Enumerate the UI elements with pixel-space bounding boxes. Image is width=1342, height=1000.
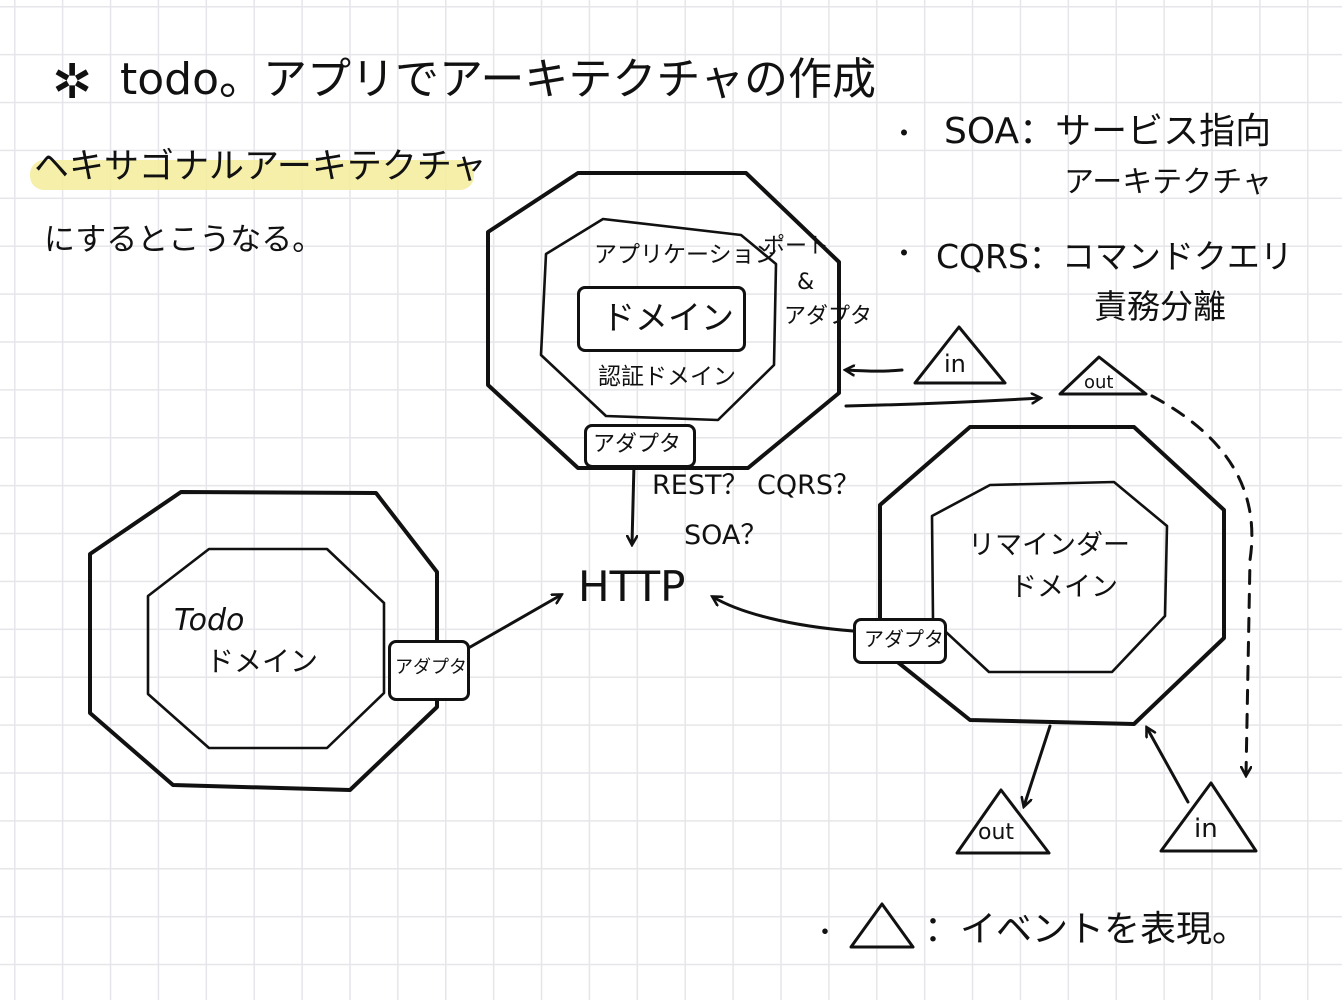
legend-bullet: ・ <box>812 918 839 948</box>
arrow-center-to-http <box>632 462 634 544</box>
event-out-top-label: out <box>1084 372 1114 393</box>
arrow-reminder-to-out <box>1024 724 1052 806</box>
star-icon: ✲ <box>52 54 93 110</box>
cqrs-definition-line2: 責務分離 <box>1094 287 1226 326</box>
event-in-top-label: in <box>944 350 966 378</box>
todo-adapter-box: アダプタ <box>388 640 470 701</box>
arrow-todo-to-http <box>463 595 561 652</box>
soa-definition-line1: SOA：サービス指向 <box>944 111 1272 152</box>
http-question-line2: SOA？ <box>684 520 768 551</box>
center-adapter-box: アダプタ <box>584 424 696 468</box>
arrow-in-to-reminder <box>1147 728 1190 804</box>
port-adapter-label-line1: ポート <box>763 234 830 259</box>
event-triangle-out-top <box>1058 355 1148 396</box>
arrow-center-to-out <box>844 398 1040 408</box>
legend-text: ：イベントを表現。 <box>924 909 1249 950</box>
subtitle-highlight-text: ヘキサゴナルアーキテクチャ <box>34 147 487 187</box>
center-adapter-label: アダプタ <box>593 432 682 457</box>
domain-box: ドメイン <box>577 286 746 352</box>
http-label: HTTP <box>578 562 686 611</box>
reminder-hexagon-inner <box>930 480 1169 674</box>
arrow-in-to-center <box>846 370 904 371</box>
subtitle-highlight-mark <box>30 160 474 190</box>
center-hexagon-outer <box>486 171 841 470</box>
legend-triangle <box>849 902 915 949</box>
cqrs-bullet: ・ <box>890 237 919 270</box>
todo-hexagon-outer <box>88 490 439 792</box>
port-adapter-label-line3: アダプタ <box>784 304 873 329</box>
subtitle-rest-text: にするとこうなる。 <box>44 222 324 258</box>
event-triangle-out-bottom <box>955 788 1051 855</box>
application-layer-label: アプリケーション <box>594 242 778 268</box>
http-question-line1: REST？ CQRS？ <box>652 470 861 501</box>
todo-domain-label-line2: ドメイン <box>206 645 319 678</box>
domain-label: ドメイン <box>602 298 734 337</box>
todo-adapter-label: アダプタ <box>395 657 467 678</box>
todo-hexagon-inner <box>146 547 386 750</box>
auth-domain-label: 認証ドメイン <box>598 364 736 390</box>
reminder-adapter-label: アダプタ <box>864 627 944 651</box>
arrow-reminder-to-http <box>713 597 855 633</box>
dashed-arrow-out-to-in <box>1150 394 1254 775</box>
event-in-bottom-label: in <box>1194 814 1218 844</box>
center-hexagon-inner <box>539 217 778 422</box>
page-title: todo。アプリでアーキテクチャの作成 <box>120 54 876 105</box>
event-out-bottom-label: out <box>978 820 1015 845</box>
cqrs-definition-line1: CQRS：コマンドクエリ <box>936 237 1293 276</box>
todo-domain-label-line1: Todo <box>174 603 245 638</box>
soa-bullet: ・ <box>890 117 919 150</box>
reminder-domain-label-line1: リマインダー <box>968 530 1130 561</box>
port-adapter-label-line2: & <box>797 270 815 295</box>
reminder-hexagon-outer <box>878 425 1226 726</box>
event-triangle-in-top <box>913 325 1007 385</box>
soa-definition-line2: アーキテクチャ <box>1064 165 1272 200</box>
reminder-adapter-box: アダプタ <box>853 618 947 664</box>
reminder-domain-label-line2: ドメイン <box>1010 572 1118 603</box>
event-triangle-in-bottom <box>1159 781 1258 853</box>
